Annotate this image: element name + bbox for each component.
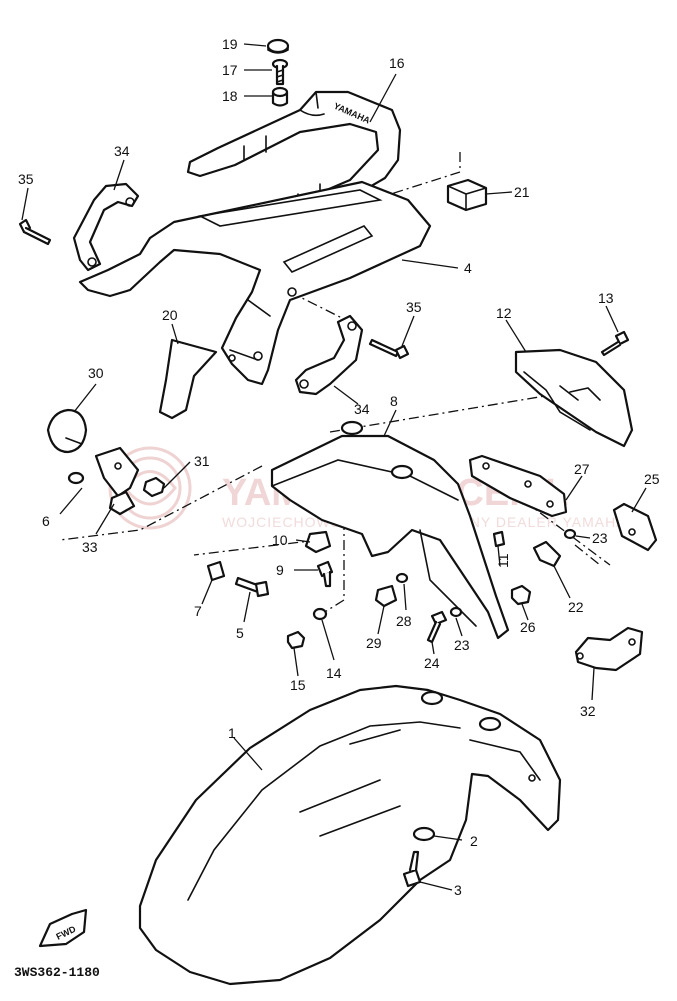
part-19-cap xyxy=(266,38,290,54)
callout-33: 33 xyxy=(82,539,98,555)
part-12-tail-cover xyxy=(514,348,634,448)
callout-35-right: 35 xyxy=(406,299,422,315)
callout-16: 16 xyxy=(389,55,405,71)
part-15-nut xyxy=(286,630,306,650)
callout-14: 14 xyxy=(326,665,342,681)
part-33-bracket xyxy=(94,446,140,516)
callout-34-lower: 34 xyxy=(354,401,370,417)
part-25-reflector xyxy=(612,502,658,552)
callout-35: 35 xyxy=(18,171,34,187)
part-20-plate xyxy=(158,338,218,420)
part-9-bolt xyxy=(316,560,334,588)
part-22-turn-signal-bracket xyxy=(532,540,562,568)
part-27-license-bracket xyxy=(468,454,568,518)
part-31-nut xyxy=(142,476,166,498)
leader-lines xyxy=(21,43,647,891)
callout-11: 11 xyxy=(495,553,511,568)
callout-9: 9 xyxy=(276,562,284,578)
callout-25: 25 xyxy=(644,471,660,487)
callout-10: 10 xyxy=(272,532,288,548)
part-32-bracket xyxy=(574,626,644,672)
callout-22: 22 xyxy=(568,599,584,615)
callout-18: 18 xyxy=(222,88,238,104)
callout-5: 5 xyxy=(236,625,244,641)
part-30-disc xyxy=(46,408,88,454)
callout-15: 15 xyxy=(290,677,306,693)
front-arrow-icon: FWD xyxy=(38,908,88,948)
part-8-fender-bracket xyxy=(270,420,510,640)
part-4-rear-cowl xyxy=(78,180,432,386)
part-14-washer xyxy=(312,607,328,621)
part-17-bolt xyxy=(271,58,289,86)
callouts: 19 17 18 16 34 35 21 4 20 35 12 13 30 8 … xyxy=(18,36,660,898)
part-11-clip xyxy=(492,530,506,548)
callout-26: 26 xyxy=(520,619,536,635)
callout-13: 13 xyxy=(598,290,614,306)
callout-4: 4 xyxy=(464,260,472,276)
callout-20: 20 xyxy=(162,307,178,323)
part-23-washer-b xyxy=(449,606,463,618)
part-18-collar xyxy=(271,86,289,107)
part-35-bolt-left xyxy=(18,218,52,246)
diagram-code: 3WS362-1180 xyxy=(14,965,100,980)
callout-8: 8 xyxy=(390,393,398,409)
callout-34: 34 xyxy=(114,143,130,159)
part-13-screw xyxy=(600,330,630,357)
part-10-grommet xyxy=(304,530,332,554)
part-2-grommet xyxy=(412,826,436,842)
part-6-washer xyxy=(67,471,85,485)
callout-23-right: 23 xyxy=(592,530,608,546)
part-28-washer xyxy=(395,572,409,584)
part-34-grab-handle-right xyxy=(294,314,364,396)
callout-17: 17 xyxy=(222,62,238,78)
callout-2: 2 xyxy=(470,833,478,849)
callout-32: 32 xyxy=(580,703,596,719)
part-1-rear-fender xyxy=(138,684,562,986)
callout-7: 7 xyxy=(194,603,202,619)
watermark-logo xyxy=(108,446,192,530)
callout-24: 24 xyxy=(424,655,440,671)
part-5-bolt xyxy=(234,576,270,598)
part-21-damper xyxy=(446,178,488,212)
part-24-bolt xyxy=(426,610,448,644)
callout-29: 29 xyxy=(366,635,382,651)
callout-23-lower: 23 xyxy=(454,637,470,653)
callout-6: 6 xyxy=(42,513,50,529)
callout-30: 30 xyxy=(88,365,104,381)
callout-1: 1 xyxy=(228,725,236,741)
callout-28: 28 xyxy=(396,613,412,629)
callout-27: 27 xyxy=(574,461,590,477)
callout-21: 21 xyxy=(514,184,530,200)
callout-19: 19 xyxy=(222,36,238,52)
part-29-nut xyxy=(374,584,398,608)
callout-31: 31 xyxy=(194,453,210,469)
callout-3: 3 xyxy=(454,882,462,898)
part-35-bolt-right xyxy=(368,338,410,360)
part-26-nut xyxy=(510,584,532,606)
part-23-washer-a xyxy=(563,528,577,540)
callout-12: 12 xyxy=(496,305,512,321)
part-34-grab-handle-left xyxy=(72,182,140,272)
part-7-collar xyxy=(206,560,226,582)
